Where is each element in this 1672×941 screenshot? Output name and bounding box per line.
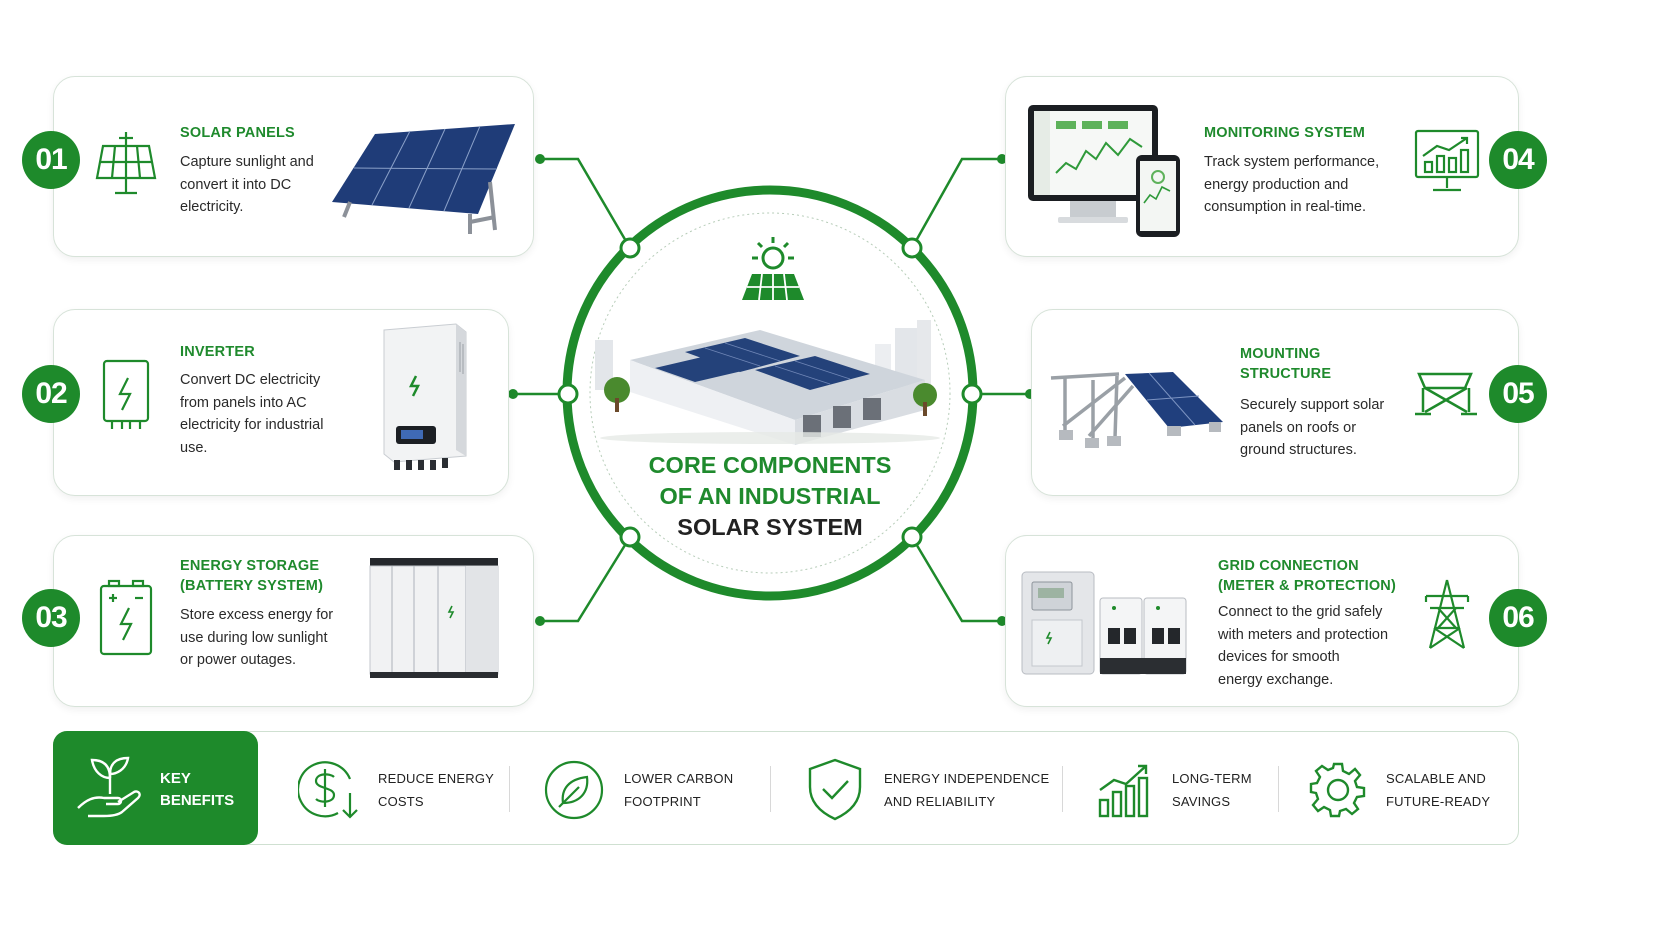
card-mounting-structure [1031,309,1519,496]
card-title-energy-storage: ENERGY STORAGE (BATTERY SYSTEM) [180,558,324,594]
benefit-divider [1062,766,1063,812]
center-title-line2: OF AN INDUSTRIAL [659,483,881,509]
battery-cabinet-image [369,558,499,678]
card-desc-solar-panels: Capture sunlight and convert it into DC … [180,154,314,215]
card-title-inverter: INVERTER [180,344,255,360]
mounting-structure-image [1050,372,1223,448]
card-desc-monitoring-system: Track system performance, energy product… [1204,154,1380,215]
monitoring-devices-image [1028,105,1180,237]
benefit-lower-carbon-footprint: LOWER CARBON FOOTPRINT [624,771,734,809]
center-title-line3: SOLAR SYSTEM [677,514,863,540]
badge-05: 05 [1489,365,1547,423]
card-desc-inverter: Convert DC electricity from panels into … [180,372,324,456]
benefit-reduce-energy-costs: REDUCE ENERGY COSTS [378,771,495,809]
battery-icon [99,579,153,656]
badge-02: 02 [22,365,80,423]
card-desc-energy-storage: Store excess energy for use during low s… [180,607,334,668]
hand-plant-icon [77,756,141,818]
badge-01: 01 [22,131,80,189]
inverter-image [383,323,467,470]
key-benefits-heading-panel [53,731,258,845]
benefit-energy-independence: ENERGY INDEPENDENCE AND RELIABILITY [884,771,1050,809]
factory-illustration [595,320,940,445]
shield-check-icon [808,758,862,821]
infographic: CORE COMPONENTS OF AN INDUSTRIAL SOLAR S… [22,76,1547,845]
mounting-frame-icon [1415,372,1477,416]
benefit-divider [770,766,771,812]
card-title-monitoring-system: MONITORING SYSTEM [1204,125,1366,141]
card-desc-mounting-structure: Securely support solar panels on roofs o… [1240,397,1385,458]
card-desc-grid-connection: Connect to the grid safely with meters a… [1218,604,1389,688]
benefit-divider [509,766,510,812]
dollar-down-icon [298,761,358,819]
monitor-chart-icon [1414,129,1480,192]
center-title: CORE COMPONENTS OF AN INDUSTRIAL SOLAR S… [570,450,970,543]
leaf-icon [544,760,604,820]
solar-panel-icon [95,132,157,195]
badge-03: 03 [22,589,80,647]
badge-04: 04 [1489,131,1547,189]
benefit-divider [1278,766,1279,812]
inverter-icon [102,359,150,429]
meter-breaker-image [1021,571,1187,675]
growth-chart-icon [1098,764,1149,818]
solar-panel-image [332,124,515,234]
benefit-scalable-future-ready: SCALABLE AND FUTURE-READY [1386,771,1491,809]
sun-panel-icon [742,237,804,301]
center-title-line1: CORE COMPONENTS [648,452,892,478]
benefit-long-term-savings: LONG-TERM SAVINGS [1172,771,1252,809]
badge-06: 06 [1489,589,1547,647]
card-title-grid-connection: GRID CONNECTION (METER & PROTECTION) [1218,558,1396,594]
gear-icon [1309,762,1366,818]
key-benefits-heading: KEY BENEFITS [160,770,235,809]
key-benefits-bar [53,731,1519,845]
transmission-tower-icon [1424,579,1470,649]
card-title-mounting-structure: MOUNTING STRUCTURE [1240,346,1332,382]
card-title-solar-panels: SOLAR PANELS [180,125,295,141]
